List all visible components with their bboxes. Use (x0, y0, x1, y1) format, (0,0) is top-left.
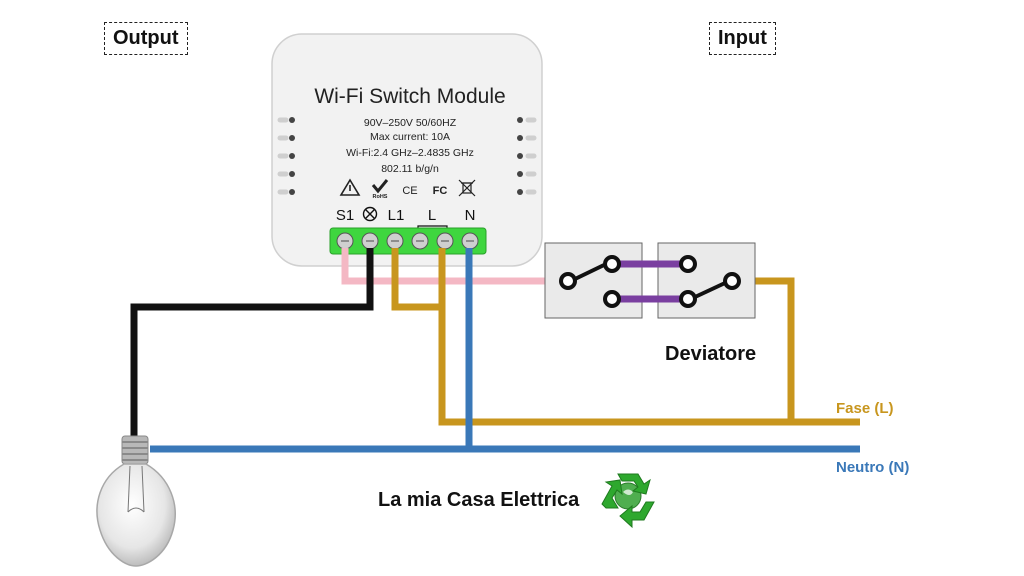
terminal-label-n: N (465, 207, 476, 224)
warning-triangle-icon (339, 178, 361, 196)
rohs-label: RoHS (373, 194, 388, 200)
fc-mark: FC (433, 185, 448, 197)
module-spec-voltage: 90V–250V 50/60HZ (364, 117, 457, 129)
ce-mark: CE (402, 185, 417, 197)
switch-wire (341, 248, 572, 285)
deviatore-switch (544, 242, 756, 319)
lamp-symbol-icon (362, 206, 378, 222)
terminal-label-l: L (428, 207, 436, 224)
output-label: Output (104, 22, 188, 55)
module-spec-current: Max current: 10A (370, 131, 450, 143)
brand-label: La mia Casa Elettrica (378, 489, 580, 511)
phase-bridge-wire (391, 248, 442, 311)
wifi-switch-module: Wi-Fi Switch Module 90V–250V 50/60HZ Max… (271, 33, 543, 267)
light-bulb-icon (96, 435, 176, 567)
input-label: Input (709, 22, 776, 55)
phase-label: Fase (L) (836, 400, 894, 417)
load-wire (130, 248, 374, 440)
module-spec-standard: 802.11 b/g/n (381, 163, 439, 175)
module-title: Wi-Fi Switch Module (314, 85, 505, 108)
terminal-label-s1: S1 (336, 207, 354, 224)
phase-wire (438, 248, 860, 426)
deviatore-label: Deviatore (665, 343, 756, 365)
recycle-icon (601, 473, 655, 529)
crossed-bin-icon (458, 179, 476, 197)
terminal-label-l1: L1 (388, 207, 405, 224)
rohs-check-icon: RoHS (371, 179, 389, 200)
module-spec-wifi: Wi-Fi:2.4 GHz–2.4835 GHz (346, 147, 474, 159)
phase-feed-wire (738, 277, 795, 422)
neutral-label: Neutro (N) (836, 459, 909, 476)
